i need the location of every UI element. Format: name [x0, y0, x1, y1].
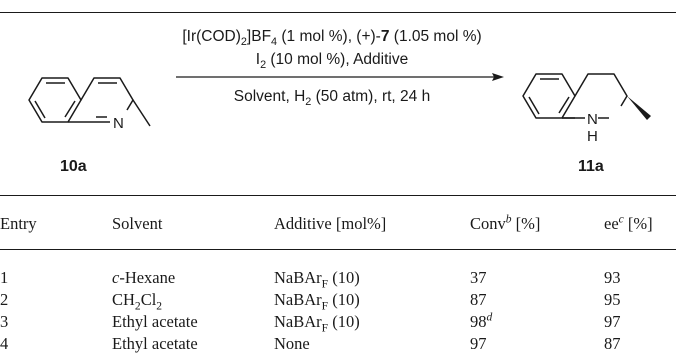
row-3-conv: 98d	[470, 311, 493, 331]
header-additive: Additive [mol%]	[274, 214, 387, 233]
row-1-ee: 93	[604, 268, 621, 287]
product-label: 11a	[578, 158, 604, 175]
row-2-ee: 95	[604, 290, 621, 309]
row-1-additive: NaBArF (10)	[274, 268, 360, 291]
row-4-entry: 4	[0, 334, 9, 353]
product-structure: N H	[522, 73, 651, 145]
product-h-atom: H	[587, 128, 598, 145]
reactant-n-atom: N	[113, 115, 124, 132]
condition-catalyst: [Ir(COD)2]BF4 (1 mol %), (+)-7 (1.05 mol…	[182, 28, 482, 49]
condition-solvent: Solvent, H2 (50 atm), rt, 24 h	[233, 88, 431, 109]
scheme-table-rule	[0, 195, 676, 196]
header-conv: Convb [%]	[470, 213, 541, 233]
header-rule	[0, 249, 676, 250]
header-solvent: Solvent	[112, 214, 163, 233]
reactant-structure: N	[28, 77, 151, 132]
row-1-solvent: c-Hexane	[112, 268, 176, 287]
row-3-solvent: Ethyl acetate	[112, 312, 198, 331]
row-4-ee: 87	[604, 334, 621, 353]
row-2-conv: 87	[470, 290, 487, 309]
row-4-solvent: Ethyl acetate	[112, 334, 198, 353]
row-3-ee: 97	[604, 312, 621, 331]
row-4-conv: 97	[470, 334, 487, 353]
condition-additive: I2 (10 mol %), Additive	[255, 51, 409, 72]
product-n-atom: N	[587, 111, 598, 128]
row-2-entry: 2	[0, 290, 9, 309]
header-entry: Entry	[0, 214, 37, 233]
top-rule	[0, 12, 676, 13]
row-2-solvent: CH2Cl2	[112, 290, 163, 313]
header-ee: eec [%]	[604, 213, 653, 233]
row-4-additive: None	[274, 334, 310, 353]
reaction-arrow	[176, 73, 504, 81]
row-1-entry: 1	[0, 268, 9, 287]
row-3-additive: NaBArF (10)	[274, 312, 360, 335]
reactant-label: 10a	[60, 158, 87, 175]
row-3-entry: 3	[0, 312, 9, 331]
row-1-conv: 37	[470, 268, 487, 287]
row-2-additive: NaBArF (10)	[274, 290, 360, 313]
